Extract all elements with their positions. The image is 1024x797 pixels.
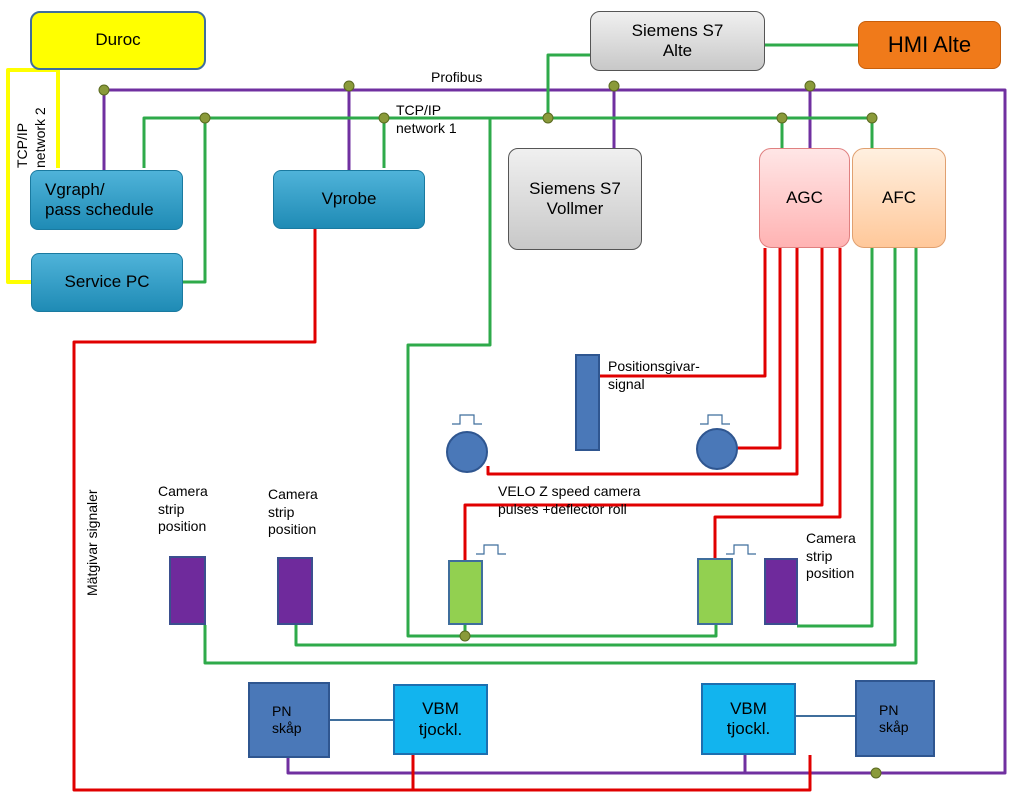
tcpip-line (142, 43, 918, 665)
junction-dot (866, 112, 878, 124)
vbm-tjockl-left-box[interactable]: VBM tjockl. (393, 684, 488, 755)
pulse-symbol (726, 544, 756, 555)
pulse-symbol (476, 544, 506, 555)
agc-box[interactable]: AGC (759, 148, 850, 248)
velo-label: VELO Z speed camera pulses +deflector ro… (498, 483, 641, 517)
junction-dot (378, 112, 390, 124)
duroc-box[interactable]: Duroc (30, 11, 206, 70)
junction-dot (608, 80, 620, 92)
junction-dot (459, 630, 471, 642)
pulse-symbol (452, 414, 482, 425)
camera-label-1: Camera strip position (158, 483, 208, 534)
tcpip-network1-label: TCP/IP network 1 (396, 102, 457, 136)
vprobe-box[interactable]: Vprobe (273, 170, 425, 229)
vgraph-box[interactable]: Vgraph/ pass schedule (30, 170, 183, 230)
junction-dot (776, 112, 788, 124)
camera-strip-sensor-1 (169, 556, 206, 625)
junction-dot (870, 767, 882, 779)
camera-strip-sensor-2 (277, 557, 313, 625)
signal-line (72, 228, 842, 792)
siemens-s7-vollmer-box[interactable]: Siemens S7 Vollmer (508, 148, 642, 250)
positionsgivar-label: Positionsgivar- signal (608, 358, 700, 392)
junction-dots (98, 80, 882, 779)
junction-dot (804, 80, 816, 92)
service-pc-box[interactable]: Service PC (31, 253, 183, 312)
afc-box[interactable]: AFC (852, 148, 946, 248)
position-sensor (575, 354, 600, 451)
junction-dot (199, 112, 211, 124)
velo-camera-left (448, 560, 483, 625)
pn-link-line (330, 715, 855, 721)
pn-skap-right-box[interactable]: PN skåp (855, 680, 935, 757)
junction-dot (343, 80, 355, 92)
tcpip-network2-label: TCP/IP network 2 (14, 107, 48, 168)
siemens-s7-alte-box[interactable]: Siemens S7 Alte (590, 11, 765, 71)
deflector-roll-right (696, 428, 738, 470)
junction-dot (98, 84, 110, 96)
camera-label-3: Camera strip position (806, 530, 856, 581)
camera-label-2: Camera strip position (268, 486, 318, 537)
matgivar-label: Mätgivar signaler (84, 489, 100, 596)
vbm-tjockl-right-box[interactable]: VBM tjockl. (701, 683, 796, 755)
junction-dot (542, 112, 554, 124)
pn-skap-left-box[interactable]: PN skåp (248, 682, 330, 758)
velo-camera-right (697, 558, 733, 625)
hmi-alte-box[interactable]: HMI Alte (858, 21, 1001, 69)
profibus-label: Profibus (431, 69, 483, 85)
deflector-roll-left (446, 431, 488, 473)
pulse-symbol (700, 414, 730, 425)
network2-line (6, 68, 60, 284)
camera-strip-sensor-3 (764, 558, 798, 625)
